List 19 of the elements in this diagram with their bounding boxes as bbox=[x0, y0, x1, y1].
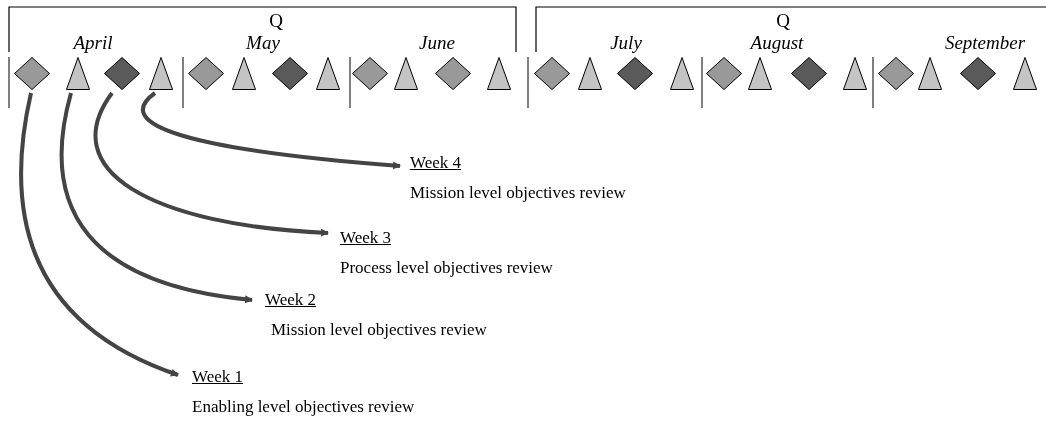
quarter-label: Q bbox=[776, 11, 790, 31]
month-label: July bbox=[610, 33, 642, 53]
curved-arrow bbox=[19, 92, 179, 377]
curved-arrow bbox=[59, 92, 253, 304]
curved-arrow bbox=[93, 92, 329, 237]
week-heading: Week 3 bbox=[340, 228, 392, 248]
review-description: Enabling level objectives review bbox=[192, 397, 415, 417]
week-heading: Week 4 bbox=[410, 153, 462, 173]
review-description: Process level objectives review bbox=[340, 258, 553, 278]
month-label: May bbox=[246, 33, 280, 53]
month-label: September bbox=[944, 33, 1026, 53]
review-description: Mission level objectives review bbox=[410, 183, 626, 203]
review-description: Mission level objectives review bbox=[271, 320, 487, 340]
quarter-label: Q bbox=[269, 11, 283, 31]
month-label: April bbox=[73, 33, 113, 53]
month-label: June bbox=[419, 33, 455, 53]
month-label: August bbox=[750, 33, 804, 53]
week-heading: Week 1 bbox=[192, 367, 244, 387]
week-heading: Week 2 bbox=[265, 290, 317, 310]
